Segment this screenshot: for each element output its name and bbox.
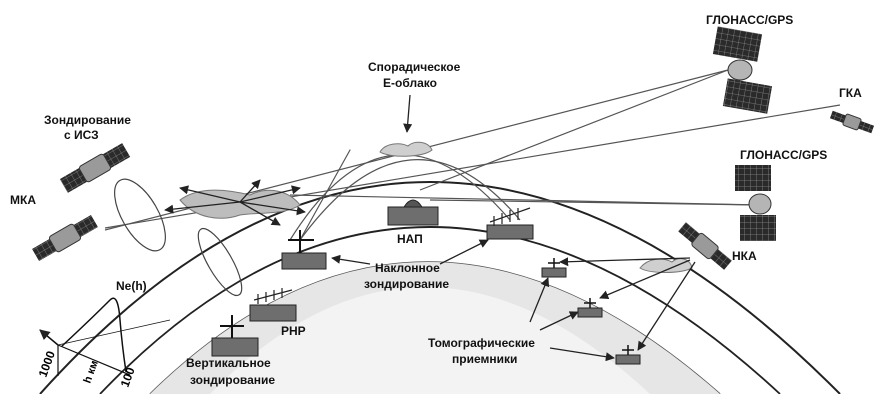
cloud-arrows (164, 179, 306, 226)
tomo-label-line2: приемники (452, 352, 518, 366)
oblique-label-line2: зондирование (364, 277, 450, 291)
axis-100-label: 100 (118, 365, 138, 389)
iss-satellite-icon (59, 143, 131, 193)
glonass-top-label: ГЛОНАСС/GPS (706, 13, 794, 27)
nka-satellite-icon (678, 222, 732, 270)
rnr-station-icon (249, 288, 297, 322)
ne-profile (39, 297, 171, 376)
axis-1000-label: 1000 (36, 349, 58, 379)
mka-satellite-icon (32, 214, 98, 262)
axis-h-km-label: h км (82, 359, 101, 385)
nka-arrows (559, 257, 696, 351)
gka-label: ГКА (839, 86, 862, 100)
vertical-label-line2: зондирование (190, 373, 276, 387)
rnr-label: РНР (281, 324, 306, 338)
iss-sounding-label-line1: Зондирование (44, 113, 131, 127)
mka-label: МКА (10, 193, 36, 207)
antenna-station-right-icon (486, 207, 534, 240)
ionization-cloud (179, 189, 301, 219)
glonass-mid-label: ГЛОНАСС/GPS (740, 148, 828, 162)
tomo-label-line1: Томографические (428, 336, 535, 350)
ground-shade (150, 262, 720, 394)
label-arrows (331, 239, 615, 362)
oblique-station-icon (281, 230, 327, 270)
tomo-receiver-1-icon (541, 258, 567, 278)
nap-station-icon (387, 199, 439, 226)
nap-label: НАП (397, 232, 423, 246)
glonass-mid-satellite-icon (735, 165, 776, 241)
gka-satellite-icon (829, 110, 875, 134)
outer-layer-arc (39, 181, 841, 394)
glonass-top-satellite-icon (712, 26, 773, 114)
oblique-label-line1: Наклонное (375, 261, 440, 275)
tomo-receiver-3-icon (615, 345, 641, 365)
nka-label: НКА (732, 249, 757, 263)
iss-sounding-label-line2: с ИСЗ (64, 128, 99, 142)
vertical-station-icon (211, 315, 259, 357)
sporadic-e-cloud (379, 141, 433, 157)
sporadic-label-line1: Спорадическое (368, 60, 461, 74)
vertical-label-line1: Вертикальное (186, 356, 271, 370)
middle-layer-arc (99, 226, 781, 394)
sporadic-label-line2: Е-облако (383, 76, 437, 90)
ne-h-label: Ne(h) (116, 279, 147, 293)
